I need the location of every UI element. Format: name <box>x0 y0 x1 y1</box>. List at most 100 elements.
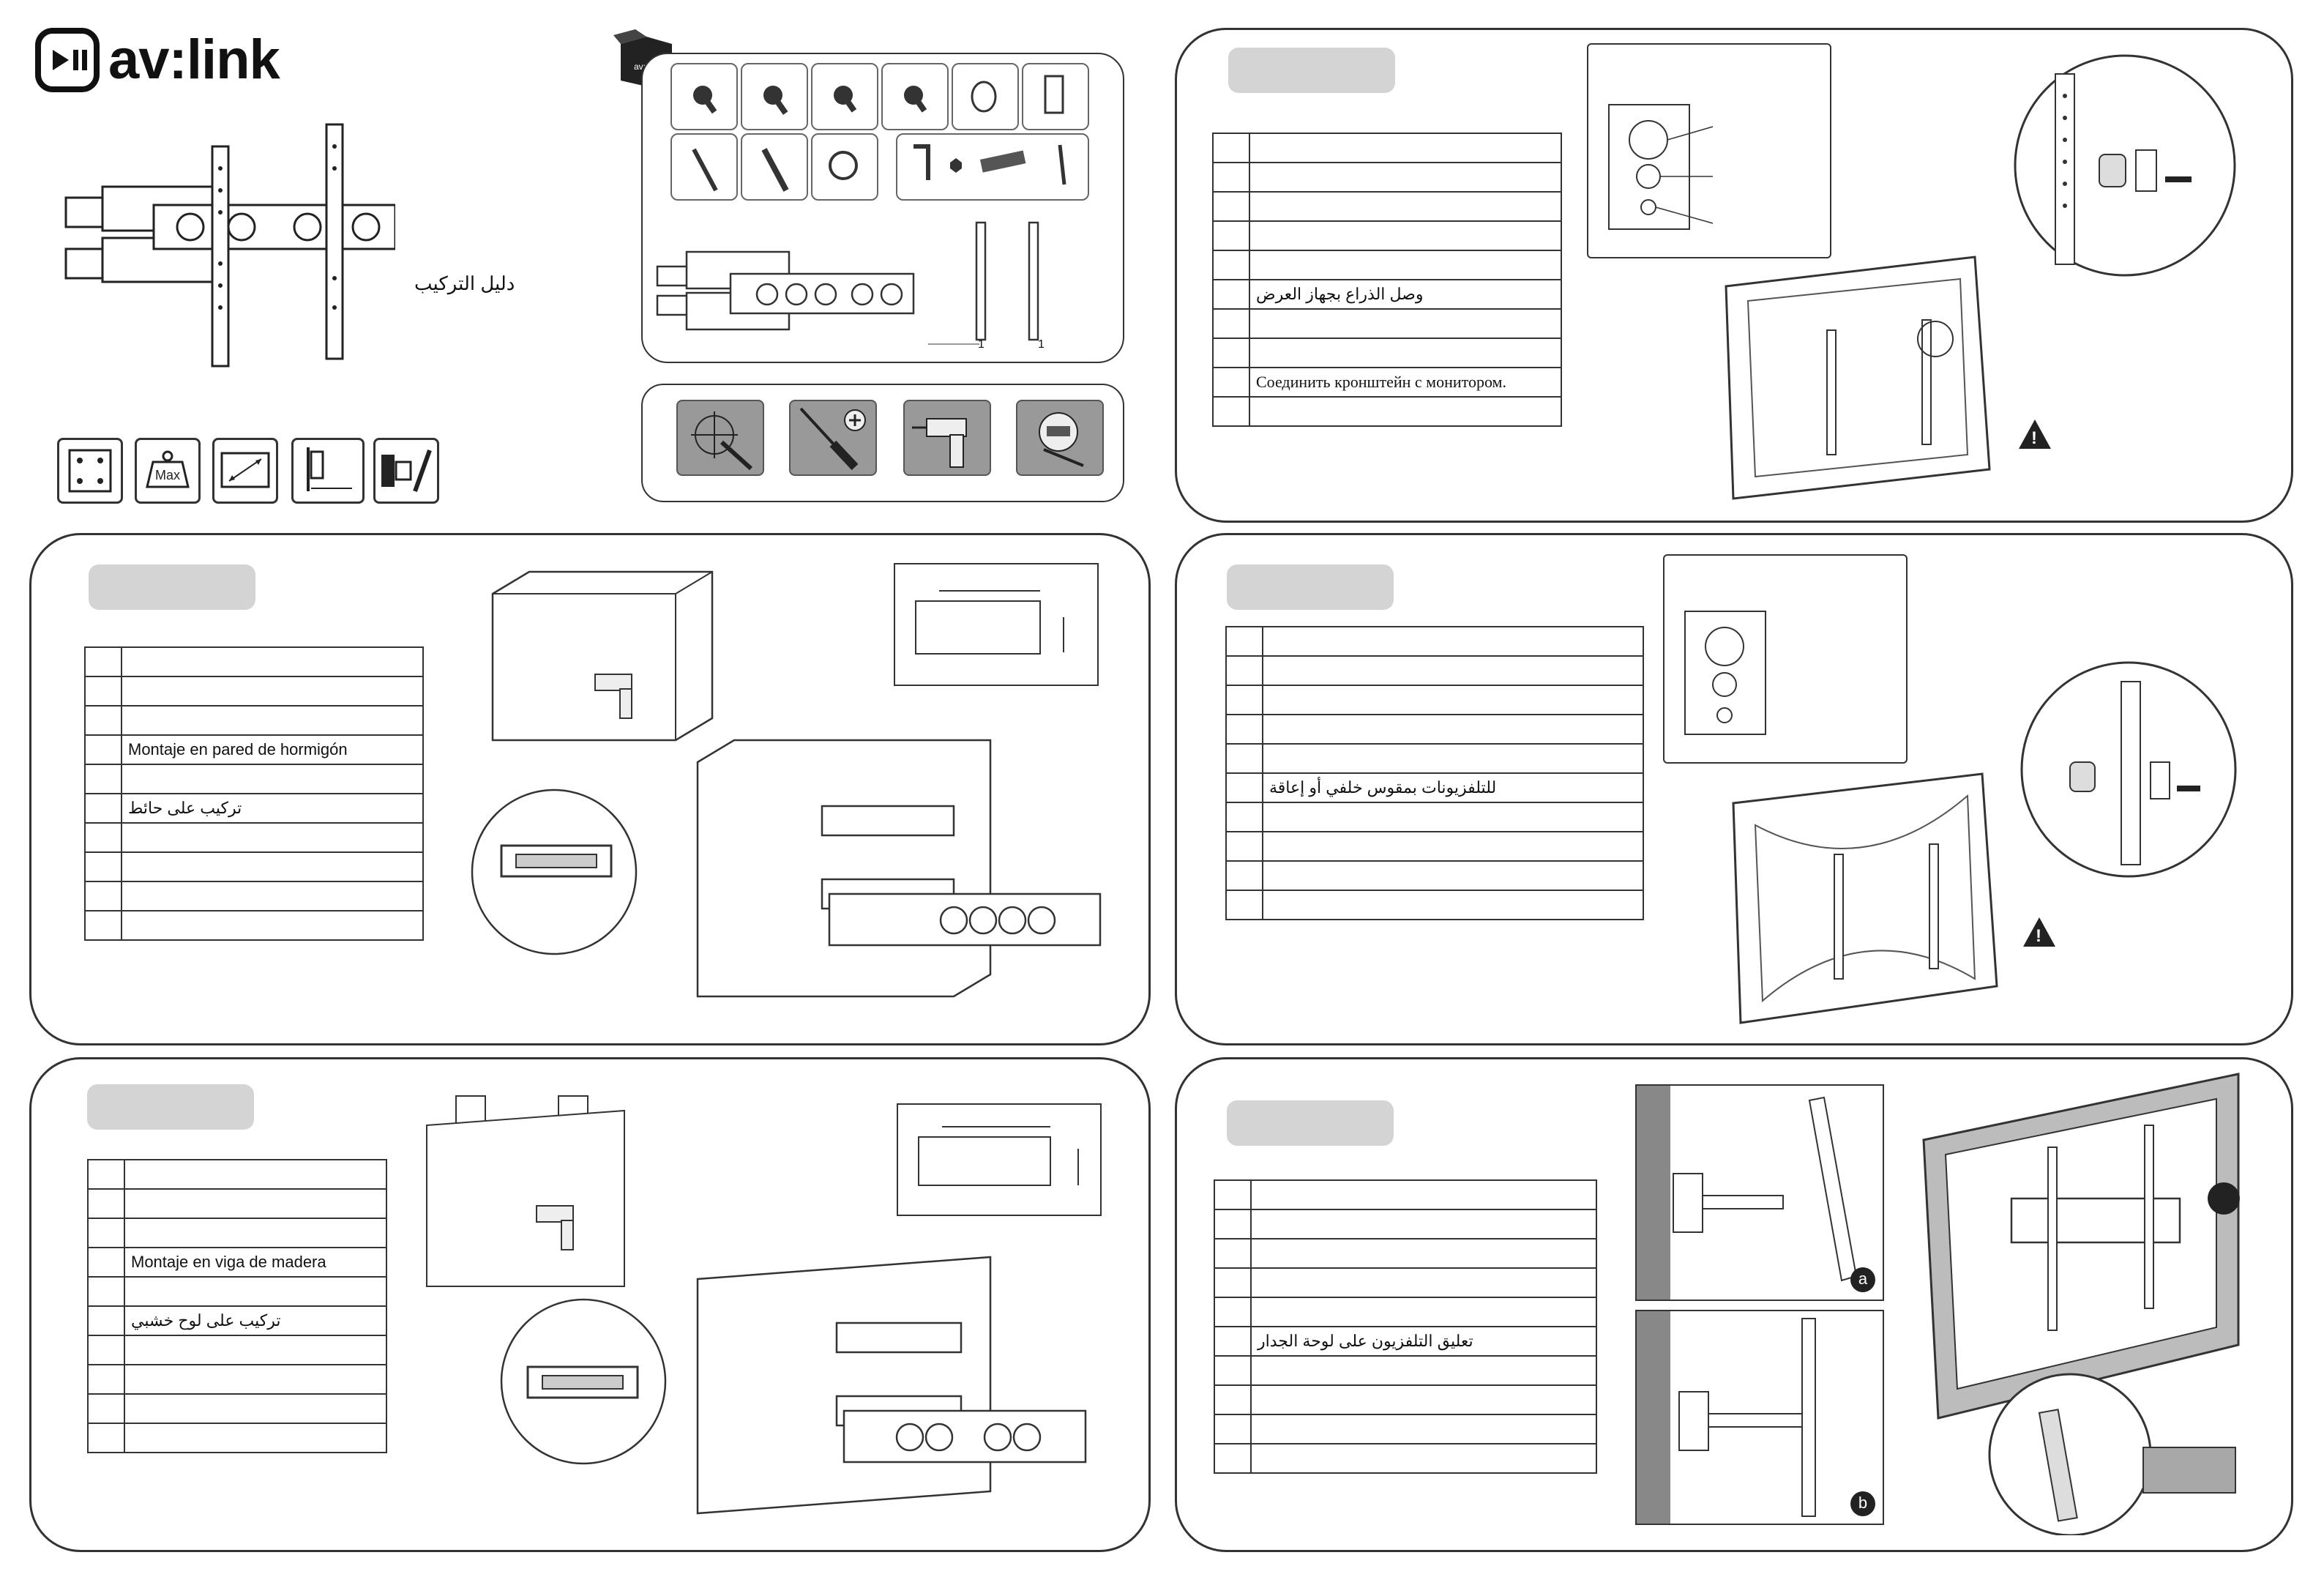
step-text <box>124 1218 387 1248</box>
wall-arm-illustration <box>690 733 1129 1026</box>
step-text <box>1249 308 1562 339</box>
tilt-swivel-icon <box>373 438 439 504</box>
step-row <box>1212 191 1562 222</box>
step-text <box>1262 860 1644 891</box>
step-text <box>124 1159 387 1190</box>
step-text <box>1249 133 1562 163</box>
step-row <box>84 764 424 794</box>
section-tab <box>87 1084 254 1130</box>
panel-wood-stud: Montaje en viga de madera تركيب على لوح … <box>29 1057 1151 1552</box>
step-text <box>124 1364 387 1395</box>
step-row <box>84 881 424 911</box>
step-text <box>1250 1238 1597 1269</box>
hang-step-b: b <box>1635 1310 1884 1525</box>
step-row <box>87 1218 387 1248</box>
part-spacer <box>952 63 1019 130</box>
step-text <box>1262 831 1644 862</box>
panel-attach-display: وصل الذراع بجهاز العرض Соединить кронште… <box>1175 28 2293 523</box>
step-text <box>124 1276 387 1307</box>
step-row: Соединить кронштейн с монитором. <box>1212 367 1562 398</box>
steps-table: Montaje en pared de hormigón تركيب على ح… <box>84 646 424 941</box>
step-row <box>1214 1179 1597 1210</box>
step-text <box>124 1393 387 1424</box>
step-row <box>84 676 424 707</box>
panel-hang-tv: تعليق التلفزيون على لوحة الجدار a b <box>1175 1057 2293 1552</box>
step-row <box>1214 1209 1597 1239</box>
step-text <box>1249 250 1562 280</box>
step-row <box>1212 396 1562 427</box>
step-text <box>121 822 424 853</box>
step-text <box>1250 1355 1597 1386</box>
panel-curved-back: للتلفزيونات بمقوس خلفي أو إعاقة ! <box>1175 533 2293 1045</box>
step-row <box>1212 250 1562 280</box>
step-text <box>1262 655 1644 686</box>
step-row <box>84 851 424 882</box>
tool-drill <box>903 400 991 476</box>
step-row <box>1214 1355 1597 1386</box>
step-text <box>121 705 424 736</box>
step-row <box>1225 890 1644 920</box>
parts-panel: 1 1 <box>641 53 1124 363</box>
step-row <box>1214 1238 1597 1269</box>
step-row <box>87 1335 387 1365</box>
step-row <box>1214 1297 1597 1327</box>
step-text <box>121 764 424 794</box>
callout-b-letter: b <box>1858 1494 1868 1512</box>
part-count-plate-b: 1 <box>1038 338 1045 351</box>
step-text <box>1249 396 1562 427</box>
step-row <box>1225 860 1644 891</box>
step-row <box>1214 1414 1597 1444</box>
warning-icon: ! <box>2017 418 2052 450</box>
part-lag-bolt <box>670 133 738 201</box>
step-text <box>121 910 424 941</box>
step-text <box>1262 743 1644 774</box>
tv-back-illustration <box>1719 250 1997 506</box>
section-tab <box>1228 48 1395 93</box>
step-text <box>1250 1267 1597 1298</box>
step-row <box>87 1188 387 1219</box>
step-text <box>1249 220 1562 251</box>
level-magnifier <box>463 784 654 960</box>
panel-concrete-wall: Montaje en pared de hormigón تركيب على ح… <box>29 533 1151 1045</box>
tv-back-illustration <box>1726 767 2004 1030</box>
step-text <box>1250 1384 1597 1415</box>
step-text <box>1250 1297 1597 1327</box>
step-row <box>1225 831 1644 862</box>
step-text <box>121 851 424 882</box>
tv-mounted-illustration <box>1916 1067 2253 1537</box>
step-row <box>87 1364 387 1395</box>
step-row <box>84 705 424 736</box>
step-text <box>121 676 424 707</box>
step-row <box>1225 655 1644 686</box>
step-row <box>1212 133 1562 163</box>
step-row <box>84 646 424 677</box>
step-row <box>1212 308 1562 339</box>
section-tab <box>1227 564 1394 610</box>
brand-logo: av:link <box>35 28 313 95</box>
step-text: Montaje en pared de hormigón <box>121 734 424 765</box>
part-anchor <box>741 133 808 201</box>
step-row <box>87 1276 387 1307</box>
callout-a-badge: a <box>1850 1267 1875 1292</box>
step-row <box>1225 714 1644 745</box>
callout-a-letter: a <box>1858 1270 1868 1288</box>
warning-symbol: ! <box>2036 926 2041 946</box>
drill-depth-diagram <box>897 1103 1102 1216</box>
step-text <box>124 1423 387 1453</box>
detail-magnifier <box>2004 45 2246 286</box>
step-text: وصل الذراع بجهاز العرض <box>1249 279 1562 310</box>
step-text <box>1250 1443 1597 1474</box>
cover-title: دليل التركيب <box>414 272 515 294</box>
steps-table: للتلفزيونات بمقوس خلفي أو إعاقة <box>1225 626 1644 920</box>
screen-size-icon <box>212 438 278 504</box>
step-text: Соединить кронштейн с монитором. <box>1249 367 1562 398</box>
step-text <box>1262 685 1644 715</box>
part-screw-c <box>811 63 878 130</box>
step-row: Montaje en viga de madera <box>87 1247 387 1278</box>
step-row: تعليق التلفزيون على لوحة الجدار <box>1214 1326 1597 1357</box>
step-row: تركيب على حائط <box>84 793 424 824</box>
step-row <box>84 910 424 941</box>
svg-text:Max: Max <box>155 468 180 482</box>
step-row <box>84 822 424 853</box>
step-text <box>124 1188 387 1219</box>
